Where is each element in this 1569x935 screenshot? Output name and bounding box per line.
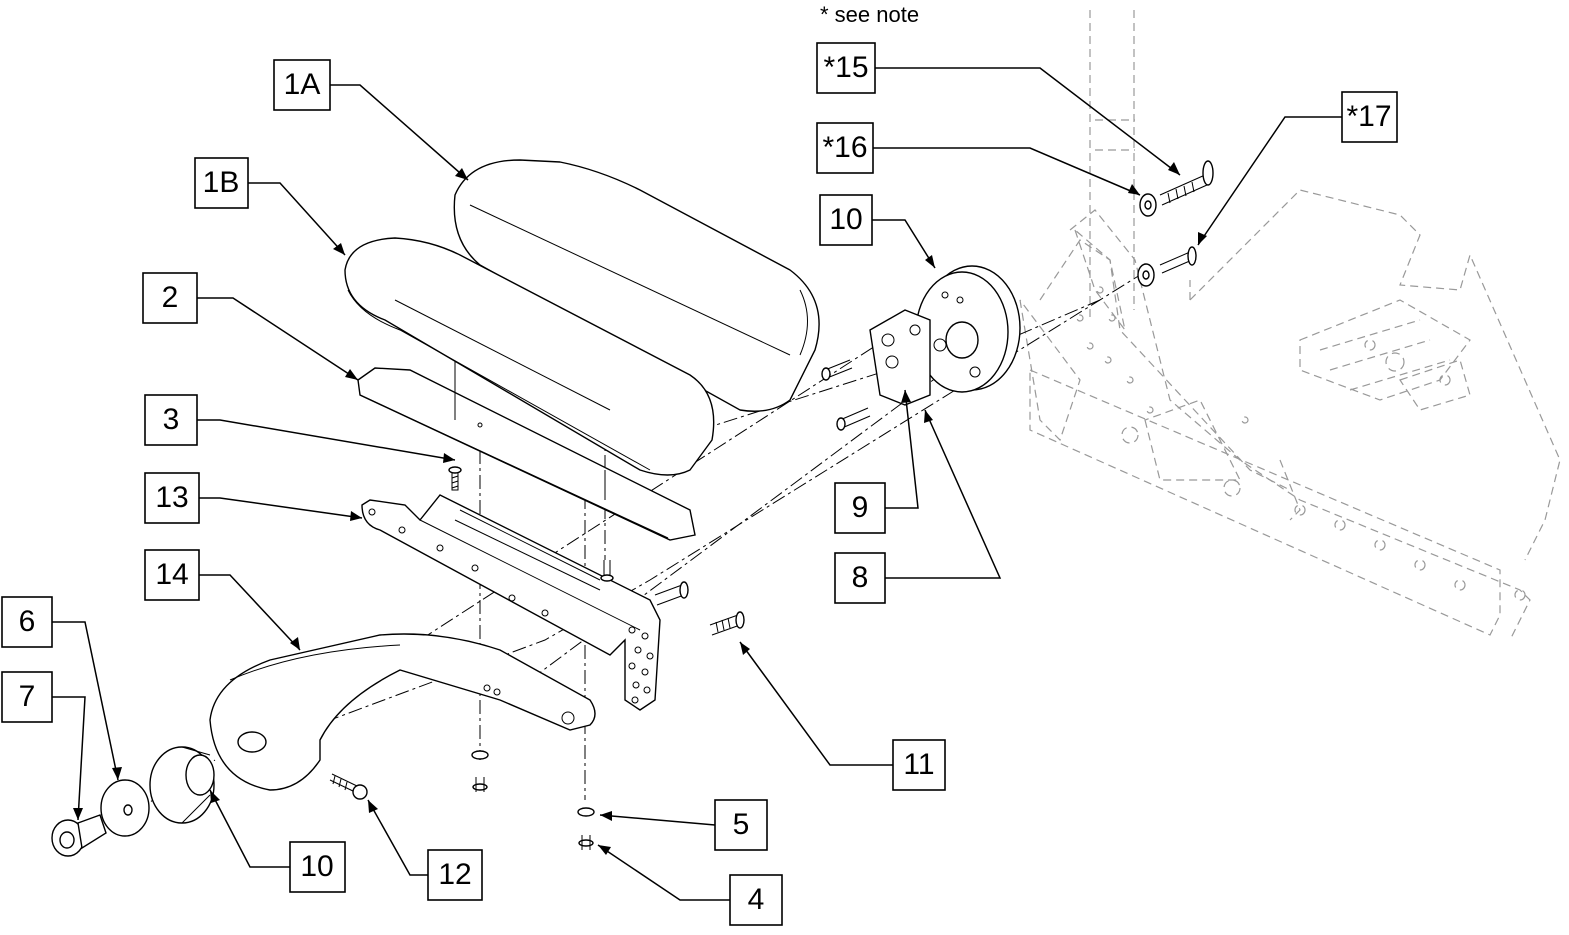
screw-under-plate [600, 560, 614, 582]
callout-1a: 1A [273, 59, 331, 111]
mounting-bracket-13 [361, 494, 661, 711]
svg-text:14: 14 [155, 558, 188, 591]
svg-text:9: 9 [852, 491, 869, 524]
screw-9 [821, 359, 871, 431]
callout-14: 14 [144, 549, 200, 601]
callout-6: 6 [1, 596, 53, 648]
svg-text:8: 8 [852, 561, 869, 594]
callout-8: 8 [834, 552, 886, 604]
callout-7: 7 [1, 671, 53, 723]
screw-3 [448, 466, 462, 491]
bolt-7 [51, 814, 107, 857]
bushing-10-bottom [149, 746, 215, 824]
see-note-label: * see note [820, 2, 919, 27]
screws-15-16-17 [1137, 160, 1214, 287]
wheelchair-frame-outline [1019, 10, 1561, 641]
arrowheads [73, 162, 1207, 855]
callout-17: *17 [1341, 91, 1398, 143]
callout-15: *15 [816, 42, 876, 94]
screws-bottom [471, 750, 595, 850]
svg-text:1B: 1B [203, 166, 240, 199]
svg-text:5: 5 [733, 808, 750, 841]
svg-text:12: 12 [438, 858, 471, 891]
callout-11: 11 [892, 739, 946, 791]
callout-3: 3 [144, 394, 198, 446]
callout-1b: 1B [194, 157, 249, 209]
svg-text:2: 2 [162, 281, 179, 314]
svg-text:*15: *15 [823, 51, 868, 84]
callout-2: 2 [142, 272, 198, 324]
callout-16: *16 [816, 122, 874, 174]
screw-12 [329, 773, 368, 800]
callout-12: 12 [427, 849, 483, 901]
callout-13: 13 [144, 472, 200, 524]
svg-text:11: 11 [903, 748, 934, 781]
callout-10-bottom: 10 [289, 841, 346, 893]
svg-text:10: 10 [300, 850, 333, 883]
armrest-pad-1b [344, 237, 715, 476]
svg-text:1A: 1A [284, 68, 321, 101]
callout-5: 5 [714, 799, 768, 851]
leader-lines [52, 67, 1342, 901]
svg-text:13: 13 [155, 481, 188, 514]
svg-text:4: 4 [748, 883, 765, 916]
callout-10-top: 10 [819, 194, 873, 246]
svg-text:10: 10 [829, 203, 862, 236]
screw-11 [654, 581, 745, 636]
washer-6 [100, 779, 150, 837]
callout-9: 9 [834, 482, 886, 534]
armrest-base-plate-2 [357, 367, 696, 541]
svg-text:3: 3 [163, 403, 180, 436]
callout-4: 4 [729, 874, 783, 926]
svg-text:6: 6 [19, 605, 36, 638]
clamp-block-8 [869, 309, 947, 406]
hub-10-top [915, 265, 1021, 393]
svg-text:7: 7 [19, 680, 36, 713]
svg-text:*16: *16 [822, 131, 867, 164]
armrest-arm-14 [209, 633, 596, 791]
svg-text:*17: *17 [1346, 100, 1391, 133]
